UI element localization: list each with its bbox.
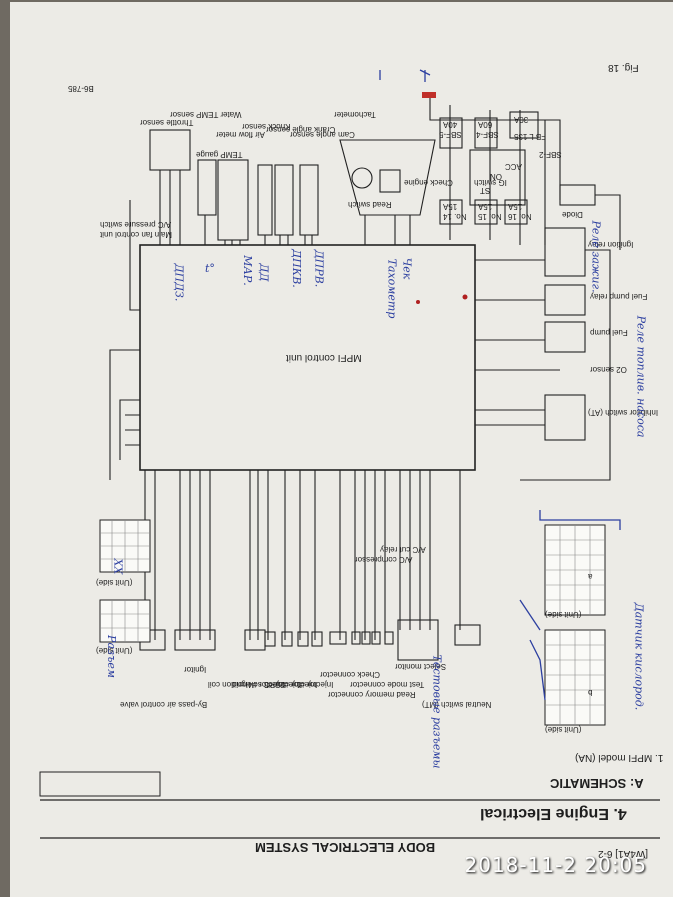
st-label: ST: [480, 186, 491, 195]
fuse-rating: 60A: [478, 120, 493, 129]
main-fan-label: Main fan control unit: [100, 230, 173, 239]
handwritten-note: ДПДЗ.: [172, 263, 186, 302]
control-unit-box: [139, 244, 476, 471]
ac-compressor-label: A/C compressor: [355, 555, 413, 564]
fuse-label: No. 15: [478, 212, 502, 221]
fuse-label: SBF-4: [476, 130, 499, 139]
tachometer-label: Tachometer: [334, 110, 376, 119]
handwritten-note: Тахометр: [385, 258, 399, 319]
handwritten-note: МАР.: [240, 255, 254, 286]
test-mode-connector-label: Test mode connector: [350, 680, 425, 689]
handwritten-note: ДПКВ.: [289, 249, 303, 288]
check-connector-label: Check connector: [320, 670, 381, 679]
fuel-pump-label: Fuel pump: [590, 328, 628, 337]
fuse-label: No. 14: [443, 212, 467, 221]
handwritten-note: Чек: [400, 257, 414, 280]
fuel-pump-relay-label: Fuel pump relay: [590, 292, 648, 301]
ac-pressure-label: A/C pressure switch: [100, 220, 172, 229]
fb-label: FB L 135: [514, 132, 547, 141]
fuse-label: SBF-5: [439, 130, 462, 139]
fuse-rating: 15A: [478, 202, 493, 211]
diode-label: Diode: [562, 210, 583, 219]
read-switch-label: Read switch: [348, 200, 392, 209]
handwritten-note: Разъем: [104, 635, 118, 678]
model-title: 1. MPFI model (NA): [575, 752, 664, 763]
temp-gauge-label: TEMP gauge: [196, 150, 243, 159]
bypass-air-valve-label: By-pass air control valve: [120, 700, 208, 709]
photo-timestamp: 2018-11-2 20:05: [464, 853, 647, 877]
handwritten-note: ДПРВ.: [312, 249, 326, 288]
handwritten-note: ХХ: [111, 558, 125, 575]
on-label: ON: [490, 172, 502, 181]
ignitor-label: Ignitor: [184, 665, 207, 674]
subsection-title: A: SCHEMATIC: [550, 776, 644, 791]
unit-side-label: (Unit side): [96, 578, 133, 587]
check-engine-label: Check engine: [404, 178, 453, 187]
fuse-rating: 40A: [443, 120, 458, 129]
fig-code: B6-785: [68, 84, 94, 93]
read-memory-connector-label: Read memory connector: [328, 690, 416, 699]
o2-sensor-label: O2 sensor: [590, 365, 627, 374]
inhibitor-switch-label: Inhibitor switch (AT): [588, 408, 659, 417]
handwritten-note: Датчик кислород.: [632, 602, 646, 711]
control-unit-label: MPFI control unit: [286, 352, 362, 363]
handwritten-note: t°: [205, 262, 215, 275]
air-flow-meter-label: Air flow meter: [216, 130, 265, 139]
ignition-coil-label: Ignition coil: [208, 680, 249, 689]
handwritten-note: Реле зажиг.: [589, 220, 603, 293]
handwritten-note: Реле топлив. насоса: [634, 315, 648, 438]
handwritten-note: ДД: [257, 263, 271, 282]
handwritten-note: Тестовые разъемы: [430, 654, 444, 769]
system-title: BODY ELECTRICAL SYSTEM: [255, 840, 436, 855]
fig-label: Fig. 18: [608, 62, 639, 73]
unit-side-label: (Unit side): [545, 725, 582, 734]
fuse-rating: 15A: [443, 202, 458, 211]
fuse-label: SBF-2: [539, 150, 562, 159]
throttle-sensor-label: Throttle sensor: [140, 118, 194, 127]
connector-letter-a: a: [588, 572, 593, 581]
unit-side-label: (Unit side): [545, 610, 582, 619]
acc-label: ACC: [505, 162, 522, 171]
fuse-label: No. 16: [508, 212, 532, 221]
section-title: 4. Engine Electrical: [480, 805, 627, 822]
ac-cut-relay-label: A/C cut relay: [380, 545, 426, 554]
fuse-rating: 30A: [514, 115, 529, 124]
fuse-rating: 15A: [508, 202, 523, 211]
connector-letter-b: b: [588, 688, 593, 697]
